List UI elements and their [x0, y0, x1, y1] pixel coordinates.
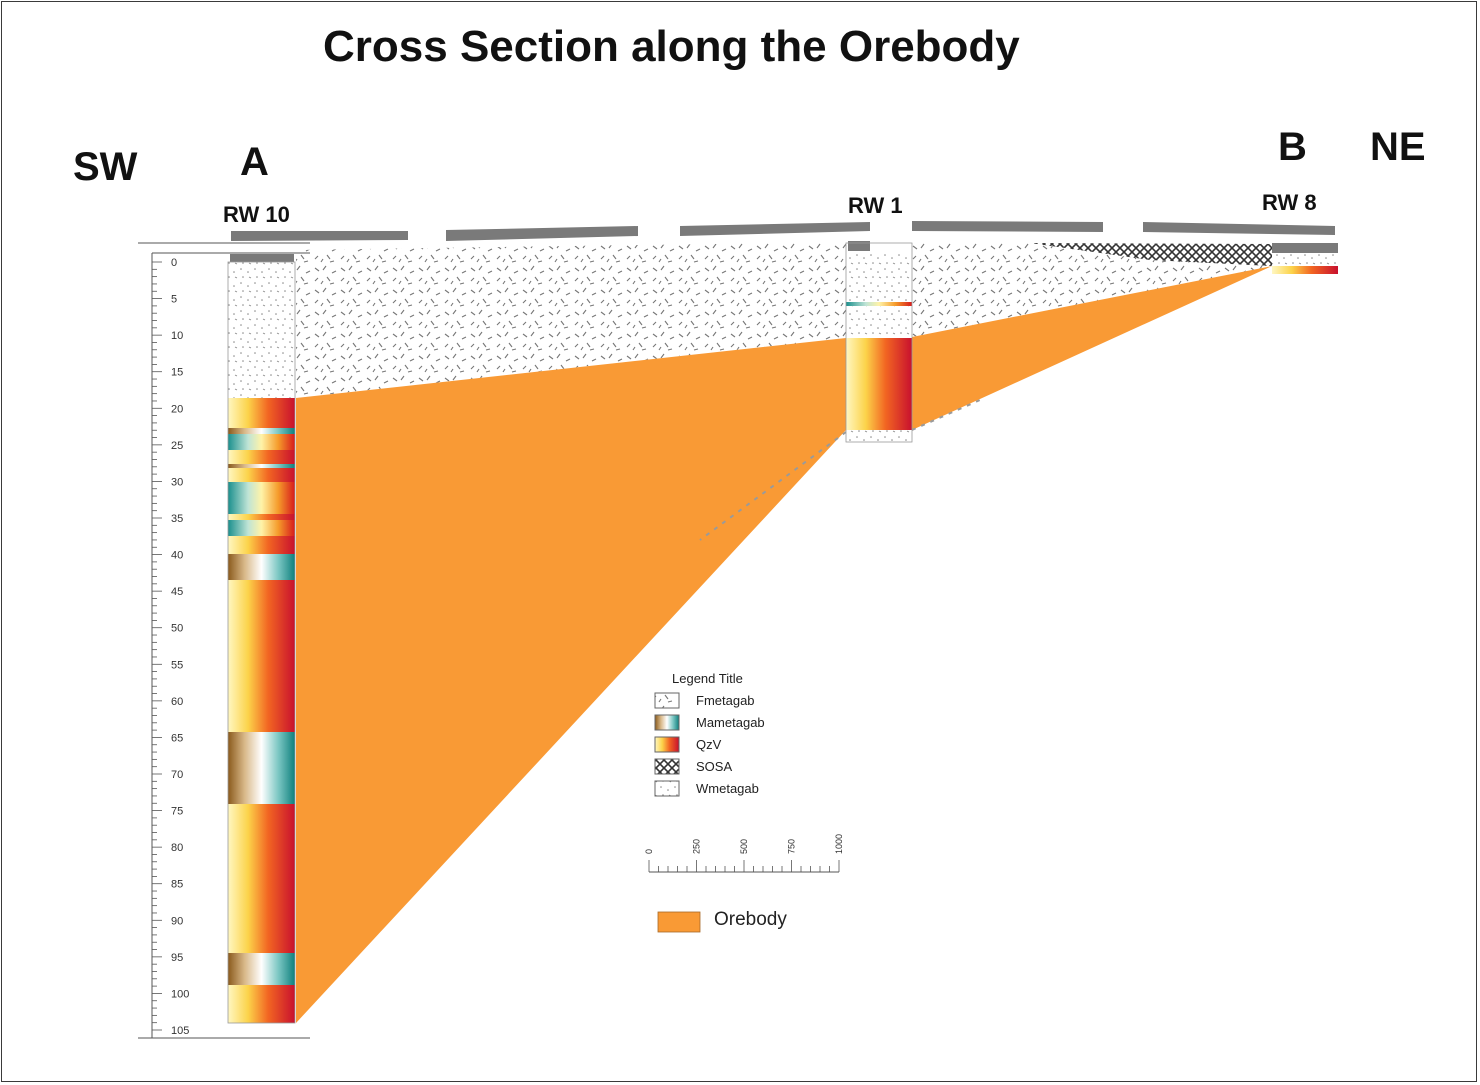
depth-tick-label: 20 [171, 403, 183, 415]
scale-tick-label: 750 [787, 839, 797, 854]
depth-tick-label: 80 [171, 842, 183, 854]
orebody-legend: Orebody [657, 909, 787, 933]
scale-tick-label: 1000 [834, 834, 844, 854]
orebody [296, 266, 1272, 1023]
depth-tick-label: 85 [171, 879, 183, 891]
legend-item-fmetagab: Fmetagab [696, 693, 755, 708]
depth-tick-label: 5 [171, 294, 177, 306]
well-label-rw10: RW 10 [223, 202, 290, 227]
depth-tick-label: 50 [171, 623, 183, 635]
section-end-b: B [1278, 125, 1307, 169]
well-label-rw8: RW 8 [1262, 190, 1317, 215]
depth-tick-label: 40 [171, 550, 183, 562]
depth-tick-label: 100 [171, 988, 189, 1000]
direction-sw: SW [73, 145, 138, 189]
orebody-label: Orebody [714, 909, 787, 930]
legend-title: Legend Title [672, 671, 743, 686]
depth-tick-label: 90 [171, 915, 183, 927]
depth-tick-label: 30 [171, 476, 183, 488]
log-rw8 [1272, 243, 1338, 274]
section-end-a: A [240, 140, 269, 184]
depth-tick-label: 35 [171, 513, 183, 525]
upper-layer-fmetagab-east [912, 242, 1272, 337]
scale-tick-label: 500 [739, 839, 749, 854]
depth-tick-label: 75 [171, 806, 183, 818]
orebody-swatch [657, 911, 701, 933]
depth-tick-label: 15 [171, 367, 183, 379]
log-rw1 [845, 241, 913, 443]
depth-tick-label: 45 [171, 586, 183, 598]
lithology-legend: Legend Title Fmetagab Mametagab QzV SOSA… [654, 671, 765, 797]
direction-ne: NE [1370, 125, 1426, 169]
depth-scale: 0 5 10 15 20 25 30 35 40 45 50 55 60 65 70 75 80 85 90 95 10… [138, 242, 310, 1039]
horizontal-scale-bar: 0 250 500 750 1000 [644, 834, 844, 873]
scale-tick-label: 250 [692, 839, 702, 854]
legend-item-qzv: QzV [696, 737, 722, 752]
sosa-wedge [1030, 243, 1272, 266]
depth-tick-label: 105 [171, 1025, 189, 1037]
legend-item-sosa: SOSA [696, 759, 732, 774]
depth-tick-label: 0 [171, 257, 177, 269]
scale-tick-label: 0 [644, 849, 654, 854]
log-rw10 [227, 254, 296, 1024]
depth-tick-label: 10 [171, 330, 183, 342]
depth-tick-label: 70 [171, 769, 183, 781]
depth-tick-label: 65 [171, 732, 183, 744]
legend-item-wmetagab: Wmetagab [696, 781, 759, 796]
depth-tick-label: 95 [171, 952, 183, 964]
well-label-rw1: RW 1 [848, 193, 903, 218]
upper-layer-fmetagab [296, 242, 846, 398]
depth-tick-label: 55 [171, 659, 183, 671]
legend-item-mametagab: Mametagab [696, 715, 765, 730]
figure-title: Cross Section along the Orebody [323, 22, 1020, 71]
lower-boundary-trace [699, 399, 981, 541]
depth-tick-label: 25 [171, 440, 183, 452]
surface-line [231, 221, 1335, 241]
depth-tick-label: 60 [171, 696, 183, 708]
